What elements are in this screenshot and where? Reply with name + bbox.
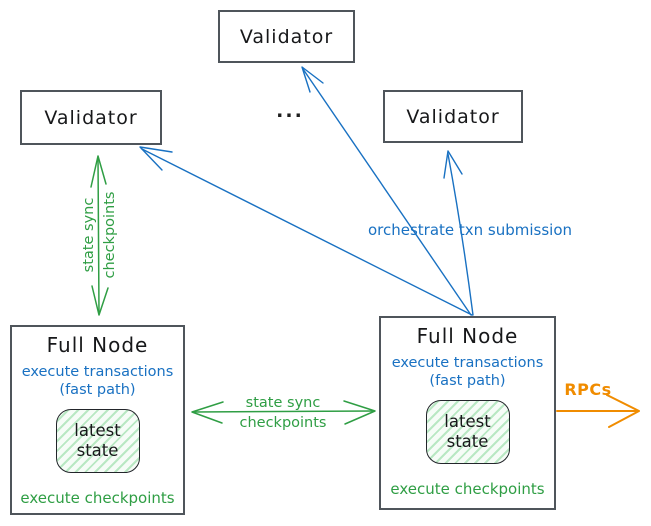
full-node-left-latest-state-box: latest state bbox=[55, 409, 140, 474]
latest-state-line1: latest bbox=[74, 420, 121, 440]
validator-right-box: Validator bbox=[383, 90, 523, 143]
validators-ellipsis: ... bbox=[276, 100, 304, 122]
full-node-left-blue-line2: (fast path) bbox=[59, 381, 136, 398]
latest-state-line2: state bbox=[76, 441, 119, 461]
rpcs-label: RPCs bbox=[564, 380, 612, 399]
validator-left-box: Validator bbox=[20, 90, 162, 145]
full-node-left-title: Full Node bbox=[46, 333, 149, 357]
full-node-left-execute-checkpoints: execute checkpoints bbox=[20, 489, 175, 508]
latest-state-line2: state bbox=[446, 432, 489, 452]
orchestrate-txn-submission-label: orchestrate txn submission bbox=[367, 221, 573, 239]
full-node-left-blue-line1: execute transactions bbox=[21, 364, 174, 380]
full-node-right-execute-checkpoints: execute checkpoints bbox=[390, 480, 545, 499]
full-node-right-fastpath: execute transactions (fast path) bbox=[392, 355, 544, 390]
latest-state-line1: latest bbox=[444, 411, 491, 431]
full-node-right-title: Full Node bbox=[416, 324, 519, 348]
full-node-right-blue-line2: (fast path) bbox=[429, 372, 506, 389]
left-state-sync-label: state sync bbox=[81, 197, 97, 273]
validator-top-label: Validator bbox=[239, 25, 334, 48]
full-node-right-box: Full Node execute transactions (fast pat… bbox=[379, 316, 556, 510]
full-node-left-box: Full Node execute transactions (fast pat… bbox=[10, 325, 185, 515]
full-node-right-blue-line1: execute transactions bbox=[391, 355, 544, 371]
middle-state-sync-label: state sync bbox=[245, 395, 321, 411]
middle-checkpoints-label: checkpoints bbox=[239, 415, 327, 431]
full-node-right-latest-state-box: latest state bbox=[425, 400, 510, 465]
validator-top-box: Validator bbox=[218, 10, 355, 63]
arrow-rpcs bbox=[556, 394, 640, 428]
left-checkpoints-label: checkpoints bbox=[102, 191, 118, 279]
validator-left-label: Validator bbox=[44, 106, 138, 129]
validator-right-label: Validator bbox=[406, 105, 500, 128]
full-node-left-fastpath: execute transactions (fast path) bbox=[22, 364, 174, 399]
